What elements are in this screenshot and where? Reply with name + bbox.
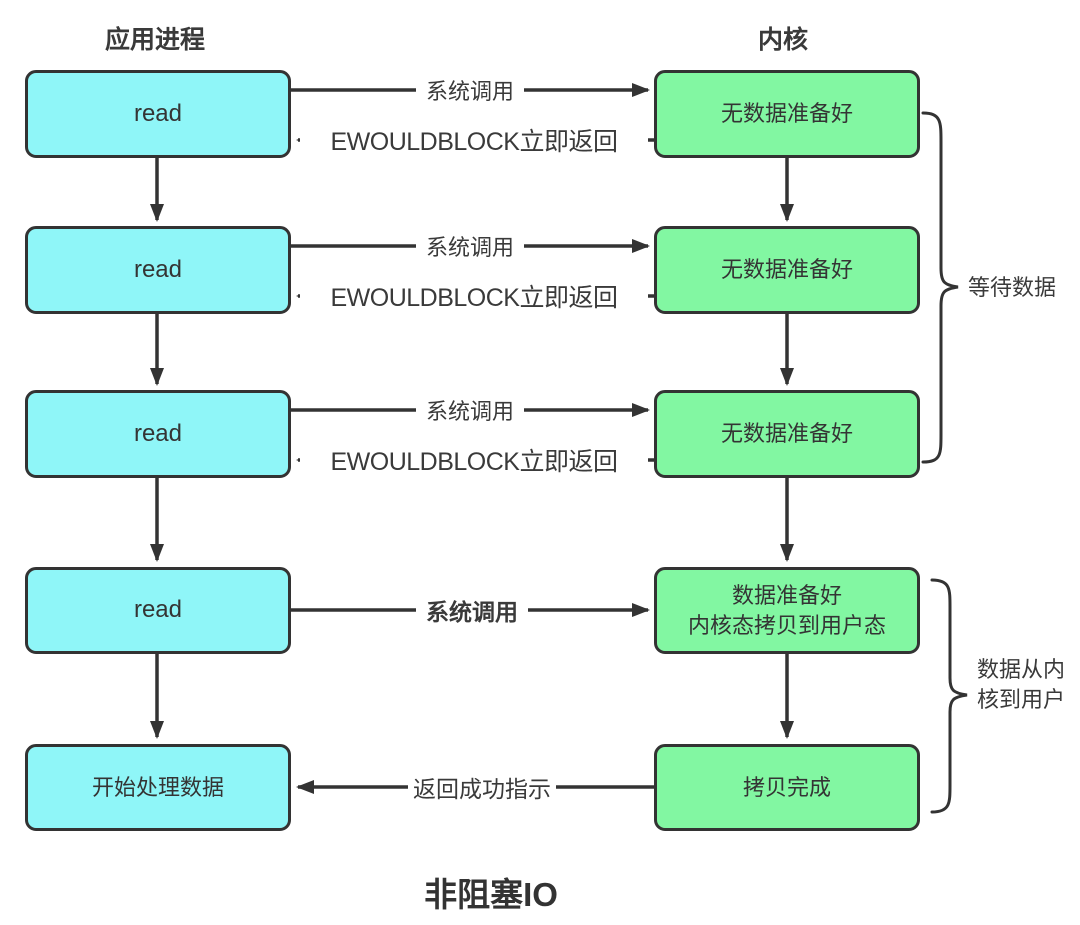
ewouldblock-label-1: EWOULDBLOCK立即返回 xyxy=(300,123,648,157)
app-box-read-1-label: read xyxy=(133,99,183,127)
app-box-read-2: read xyxy=(25,226,291,314)
kernel-box-no-data-3-label: 无数据准备好 xyxy=(720,421,853,447)
syscall-arrows xyxy=(291,83,650,617)
app-box-read-3: read xyxy=(25,390,291,478)
copy-data-brace xyxy=(930,578,968,814)
syscall-label-4: 系统调用 xyxy=(416,594,528,626)
kernel-box-no-data-3: 无数据准备好 xyxy=(654,390,920,478)
diagram-title: 非阻塞IO xyxy=(424,876,558,913)
app-box-process-data: 开始处理数据 xyxy=(25,744,291,831)
syscall-label-2: 系统调用 xyxy=(416,230,524,262)
app-box-process-data-label: 开始处理数据 xyxy=(91,774,224,800)
kernel-box-no-data-2: 无数据准备好 xyxy=(654,226,920,314)
kernel-box-no-data-1-label: 无数据准备好 xyxy=(720,101,853,127)
waiting-data-brace xyxy=(921,111,959,464)
ewouldblock-label-2: EWOULDBLOCK立即返回 xyxy=(300,279,648,313)
kernel-box-data-ready: 数据准备好 内核态拷贝到用户态 xyxy=(654,567,920,654)
success-return-label: 返回成功指示 xyxy=(408,771,556,803)
app-box-read-4: read xyxy=(25,567,291,654)
ewouldblock-label-3: EWOULDBLOCK立即返回 xyxy=(300,443,648,477)
kernel-box-no-data-1: 无数据准备好 xyxy=(654,70,920,158)
kernel-box-copy-done: 拷贝完成 xyxy=(654,744,920,831)
app-box-read-4-label: read xyxy=(133,596,183,624)
waiting-data-brace-label: 等待数据 xyxy=(968,275,1057,300)
kernel-column-header: 内核 xyxy=(757,26,809,54)
syscall-label-1: 系统调用 xyxy=(416,74,524,106)
kernel-box-data-ready-label: 数据准备好 内核态拷贝到用户态 xyxy=(687,582,886,638)
syscall-label-3: 系统调用 xyxy=(416,394,524,426)
app-box-read-3-label: read xyxy=(133,419,183,447)
kernel-box-no-data-2-label: 无数据准备好 xyxy=(720,257,853,283)
app-box-read-2-label: read xyxy=(133,255,183,283)
copy-data-brace-label: 数据从内核到用户 xyxy=(977,657,1066,712)
app-column-header: 应用进程 xyxy=(104,26,206,54)
app-box-read-1: read xyxy=(25,70,291,158)
kernel-box-copy-done-label: 拷贝完成 xyxy=(742,774,831,800)
